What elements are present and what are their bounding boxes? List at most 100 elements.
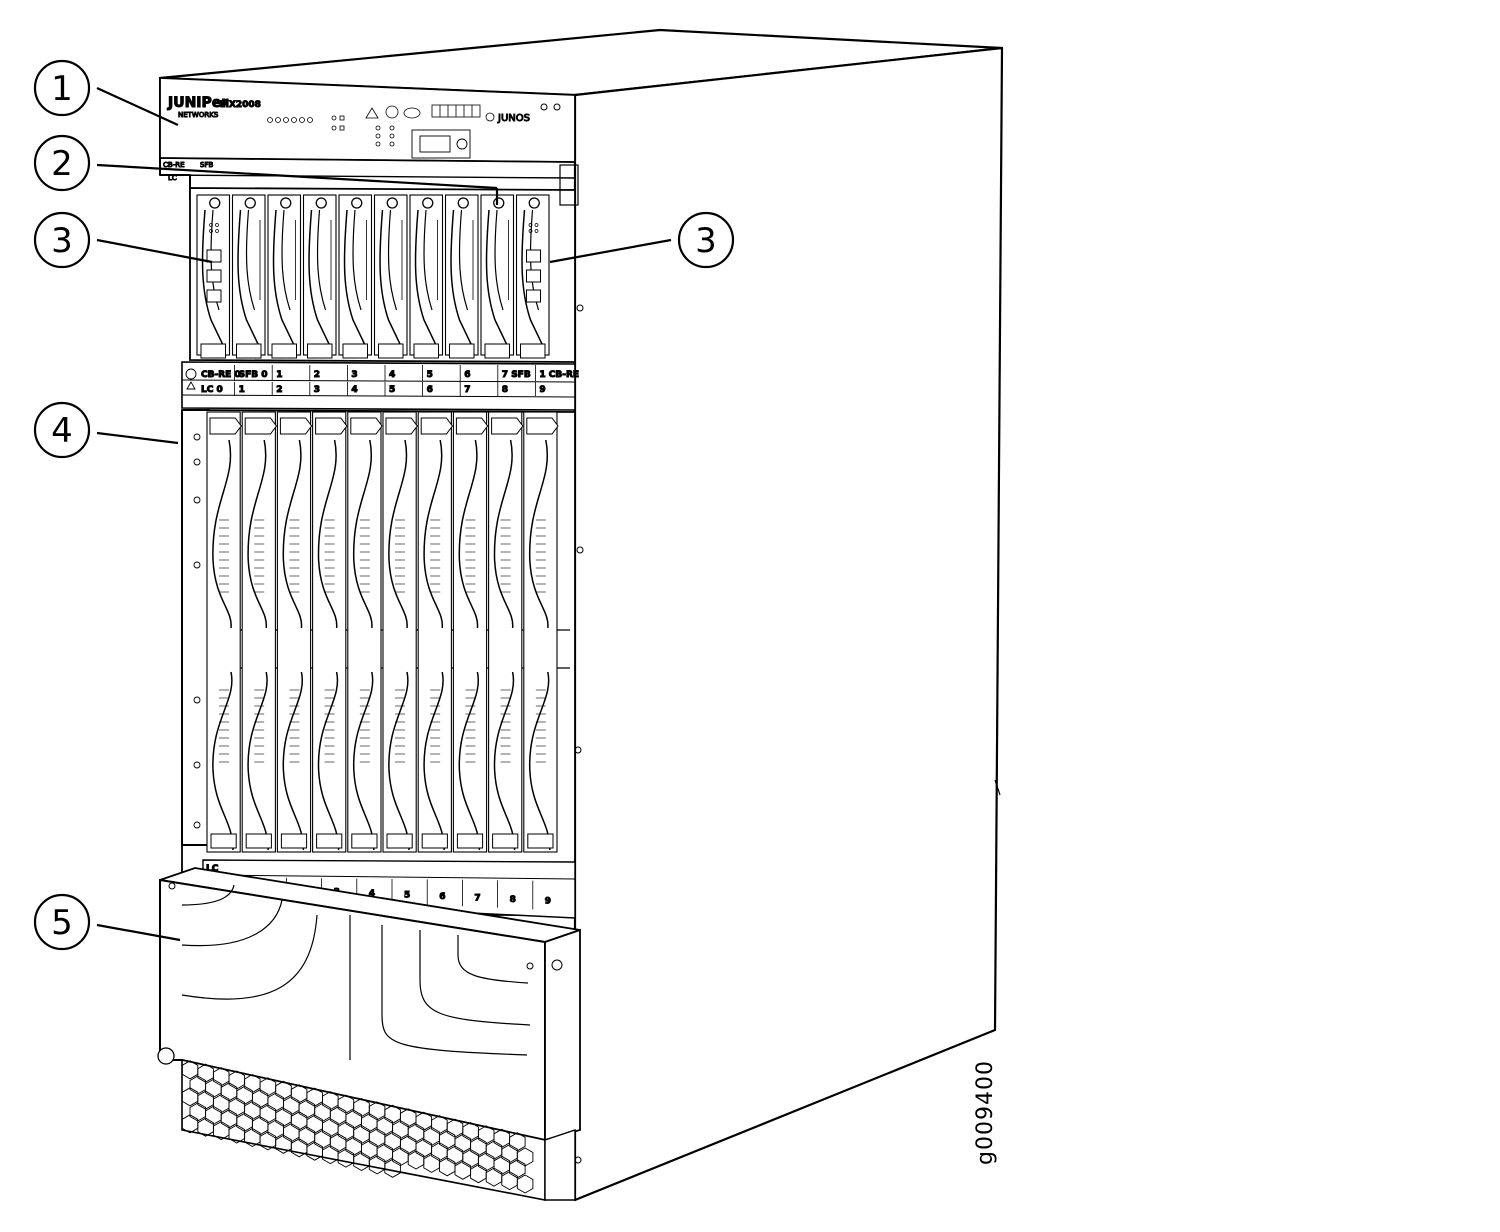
card-face	[417, 411, 452, 853]
card-latch	[413, 343, 439, 359]
control-board-card	[515, 194, 550, 359]
callout-2: 2	[33, 134, 499, 205]
ejector-handle	[485, 209, 508, 350]
card-face	[241, 411, 276, 853]
ejector-handle-lower	[388, 671, 410, 851]
ejector-handle-edge	[494, 209, 504, 311]
grille-hex	[353, 1151, 370, 1172]
line-card	[206, 411, 242, 853]
sfb-card	[267, 194, 302, 359]
status-led	[528, 223, 533, 227]
card-face	[382, 411, 417, 853]
ejector-handle	[308, 209, 331, 350]
card-latch	[280, 833, 308, 849]
grille-hex	[423, 1153, 440, 1173]
svg-text:3: 3	[51, 221, 73, 261]
card-face	[347, 411, 382, 853]
upper-card-cage	[189, 187, 576, 363]
lc-lower-label: LC	[206, 864, 219, 874]
ethernet-port-icon	[206, 289, 222, 303]
card-latch	[520, 343, 546, 359]
card-face	[206, 411, 241, 853]
svg-text:5: 5	[51, 903, 73, 943]
arrow-tab-icon	[526, 417, 559, 435]
ejector-handle-lower	[493, 671, 516, 851]
callout-4: 4	[33, 401, 179, 459]
card-latch	[342, 343, 368, 359]
usb-port	[411, 129, 471, 159]
ejector-handle-edge	[458, 209, 469, 311]
sfb-card	[231, 194, 266, 359]
card-latch	[316, 833, 343, 849]
status-led	[209, 223, 213, 227]
lc-slot-number: 5	[404, 891, 410, 901]
callout-1: 1	[33, 59, 179, 127]
arrow-tab-icon	[420, 417, 454, 435]
lc-row-label: 6	[427, 385, 433, 395]
card-face	[312, 411, 347, 853]
left-rail-holes	[193, 433, 201, 829]
sfb-card	[444, 194, 479, 359]
card-latch	[378, 343, 404, 359]
card-latch	[421, 833, 448, 849]
ejector-handle	[201, 209, 224, 350]
ethernet-port-icon	[526, 249, 541, 263]
line-card	[417, 411, 454, 853]
svg-text:3: 3	[695, 221, 717, 261]
lc-row-label: 2	[276, 385, 282, 395]
callout-3-left: 3	[33, 211, 213, 269]
card-face	[523, 411, 558, 853]
grille-hex	[368, 1155, 386, 1175]
lc-status-label: LC	[168, 174, 177, 182]
grille-hex	[306, 1141, 323, 1161]
card-latch	[307, 343, 333, 359]
ejector-handle	[379, 209, 402, 350]
grille-hex	[438, 1157, 456, 1177]
ethernet-port-icon	[206, 249, 222, 263]
ejector-handle-upper	[388, 439, 408, 629]
card-latch	[492, 833, 519, 849]
svg-text:4: 4	[51, 411, 73, 451]
lc-slot-number: 7	[474, 894, 480, 904]
cbre-row-label: 1 CB-RE	[539, 370, 579, 380]
card-face	[276, 411, 312, 853]
card-face	[452, 411, 488, 853]
line-card	[276, 411, 313, 853]
line-card-cage	[181, 409, 576, 916]
cbre-row-label: 6	[464, 370, 470, 380]
ejector-handle-edge	[387, 209, 398, 311]
control-board-and-sfb-slots	[196, 194, 550, 359]
grille-hex	[384, 1158, 401, 1178]
grille-hex	[470, 1164, 487, 1184]
grille-hex	[244, 1127, 261, 1148]
card-latch	[484, 343, 510, 359]
lc-slot-number: 9	[545, 897, 551, 907]
fan-tray-grille	[181, 1060, 534, 1194]
ejector-handle	[343, 209, 366, 350]
card-latch	[236, 343, 262, 359]
grille-hex	[337, 1148, 355, 1168]
cbre-row-label: 1	[276, 370, 282, 380]
line-card	[382, 411, 418, 853]
status-led	[215, 223, 219, 227]
grille-hex	[197, 1117, 214, 1137]
status-leds	[331, 105, 421, 147]
sfb-card	[373, 194, 408, 359]
arrow-tab-icon	[385, 417, 418, 435]
ethernet-port-icon	[526, 289, 541, 303]
thumbscrew-icon	[315, 197, 327, 209]
grille-hex	[516, 1174, 534, 1194]
juniper-logo: JUNIPer	[167, 95, 228, 111]
card-latch	[245, 833, 272, 849]
model-label: MX2008	[220, 100, 261, 110]
grille-hex	[322, 1145, 339, 1165]
ejector-handle-edge	[352, 209, 362, 311]
cbre-row-label: 3	[351, 370, 357, 380]
craft-interface-panel: JUNIPer NETWORKS MX2008	[159, 77, 576, 183]
arrow-tab-icon	[315, 417, 348, 435]
thumbscrew-icon	[493, 197, 505, 209]
svg-text:1: 1	[51, 69, 73, 109]
